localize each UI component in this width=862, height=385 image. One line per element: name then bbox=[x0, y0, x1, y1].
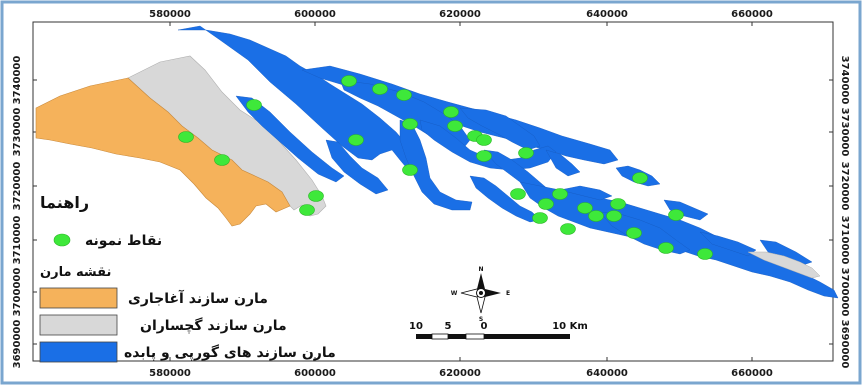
y-tick-right-3740000: 3740000 bbox=[839, 56, 850, 105]
sample-point bbox=[610, 198, 626, 210]
y-tick-left-3730000: 3730000 bbox=[12, 108, 23, 157]
sample-point bbox=[402, 164, 418, 176]
y-tick-left-3690000: 3690000 bbox=[12, 320, 23, 369]
y-tick-right-3710000: 3710000 bbox=[839, 216, 850, 265]
compass-n: N bbox=[478, 266, 483, 273]
x-axis-top: 580000 600000 620000 640000 660000 bbox=[149, 9, 773, 20]
sample-point bbox=[577, 202, 593, 214]
y-tick-left-3700000: 3700000 bbox=[12, 268, 23, 317]
aghajari-marl-polygon bbox=[35, 77, 291, 227]
compass-e: E bbox=[506, 290, 510, 297]
sample-point bbox=[299, 204, 315, 216]
legend-marl-map-title: نقشه مارن bbox=[40, 265, 111, 280]
sample-point bbox=[476, 150, 492, 162]
x-tick-bottom-600000: 600000 bbox=[294, 368, 336, 379]
sample-point bbox=[606, 210, 622, 222]
y-tick-right-3720000: 3720000 bbox=[839, 162, 850, 211]
y-tick-left-3740000: 3740000 bbox=[12, 56, 23, 105]
y-axis-right: 3740000 3730000 3720000 3710000 3700000 … bbox=[839, 56, 850, 369]
marl-polygons bbox=[35, 25, 839, 299]
y-tick-left-3720000: 3720000 bbox=[12, 162, 23, 211]
sample-point bbox=[560, 223, 576, 235]
x-tick-bottom-660000: 660000 bbox=[731, 368, 773, 379]
legend-sample-point-symbol bbox=[53, 233, 71, 247]
compass-w: W bbox=[451, 290, 458, 297]
legend-title: راهنما bbox=[40, 193, 89, 212]
sample-point bbox=[396, 89, 412, 101]
sample-point bbox=[447, 120, 463, 132]
y-tick-left-3710000: 3710000 bbox=[12, 216, 23, 265]
x-tick-top-620000: 620000 bbox=[439, 9, 481, 20]
legend: راهنما نقاط نمونه نقشه مارن مارن سازند آ… bbox=[39, 193, 336, 363]
x-tick-top-640000: 640000 bbox=[586, 9, 628, 20]
y-tick-right-3690000: 3690000 bbox=[839, 320, 850, 369]
scale-label-10-left: 10 bbox=[409, 321, 423, 332]
legend-gurpi-pabdeh-label: مارن سازند های گورپی و پابده bbox=[124, 344, 336, 361]
sample-point bbox=[402, 118, 418, 130]
x-tick-top-660000: 660000 bbox=[731, 9, 773, 20]
y-tick-right-3730000: 3730000 bbox=[839, 108, 850, 157]
sample-point bbox=[697, 248, 713, 260]
legend-gachsaran-label: مارن سازند گچساران bbox=[140, 317, 287, 334]
legend-gachsaran-swatch bbox=[39, 314, 118, 336]
sample-point bbox=[658, 242, 674, 254]
x-tick-top-600000: 600000 bbox=[294, 9, 336, 20]
sample-point bbox=[518, 147, 534, 159]
sample-point bbox=[372, 83, 388, 95]
legend-aghajari-swatch bbox=[39, 287, 118, 309]
scale-label-5: 5 bbox=[445, 321, 452, 332]
x-axis-bottom: 580000 600000 620000 640000 660000 bbox=[149, 368, 773, 379]
sample-point bbox=[214, 154, 230, 166]
sample-point bbox=[246, 99, 262, 111]
gachsaran-marl-east-polygon bbox=[747, 251, 821, 279]
sample-point bbox=[443, 106, 459, 118]
north-arrow-icon: N S W E bbox=[451, 266, 510, 323]
sample-point bbox=[476, 134, 492, 146]
sample-point bbox=[308, 190, 324, 202]
y-tick-right-3700000: 3700000 bbox=[839, 268, 850, 317]
scale-label-10km: 10 Km bbox=[552, 321, 588, 332]
x-tick-marks bbox=[169, 22, 753, 361]
x-tick-bottom-620000: 620000 bbox=[439, 368, 481, 379]
sample-point bbox=[532, 212, 548, 224]
sample-point bbox=[178, 131, 194, 143]
sample-point bbox=[348, 134, 364, 146]
sample-point bbox=[668, 209, 684, 221]
sample-point bbox=[588, 210, 604, 222]
x-tick-bottom-580000: 580000 bbox=[149, 368, 191, 379]
sample-point bbox=[632, 172, 648, 184]
x-tick-top-580000: 580000 bbox=[149, 9, 191, 20]
sample-point bbox=[552, 188, 568, 200]
scale-bar: 10 5 0 10 Km bbox=[409, 321, 588, 340]
y-axis-left: 3740000 3730000 3720000 3710000 3700000 … bbox=[12, 56, 23, 369]
compass-s: S bbox=[479, 316, 483, 323]
scale-label-0: 0 bbox=[481, 321, 488, 332]
sample-point bbox=[510, 188, 526, 200]
legend-sample-points-label: نقاط نمونه bbox=[85, 233, 162, 249]
sample-point bbox=[626, 227, 642, 239]
legend-gurpi-pabdeh-swatch bbox=[39, 341, 118, 363]
legend-aghajari-label: مارن سازند آغاجاری bbox=[128, 289, 268, 307]
sample-point bbox=[538, 198, 554, 210]
sample-point bbox=[341, 75, 357, 87]
x-tick-bottom-640000: 640000 bbox=[586, 368, 628, 379]
sample-points bbox=[178, 75, 713, 260]
